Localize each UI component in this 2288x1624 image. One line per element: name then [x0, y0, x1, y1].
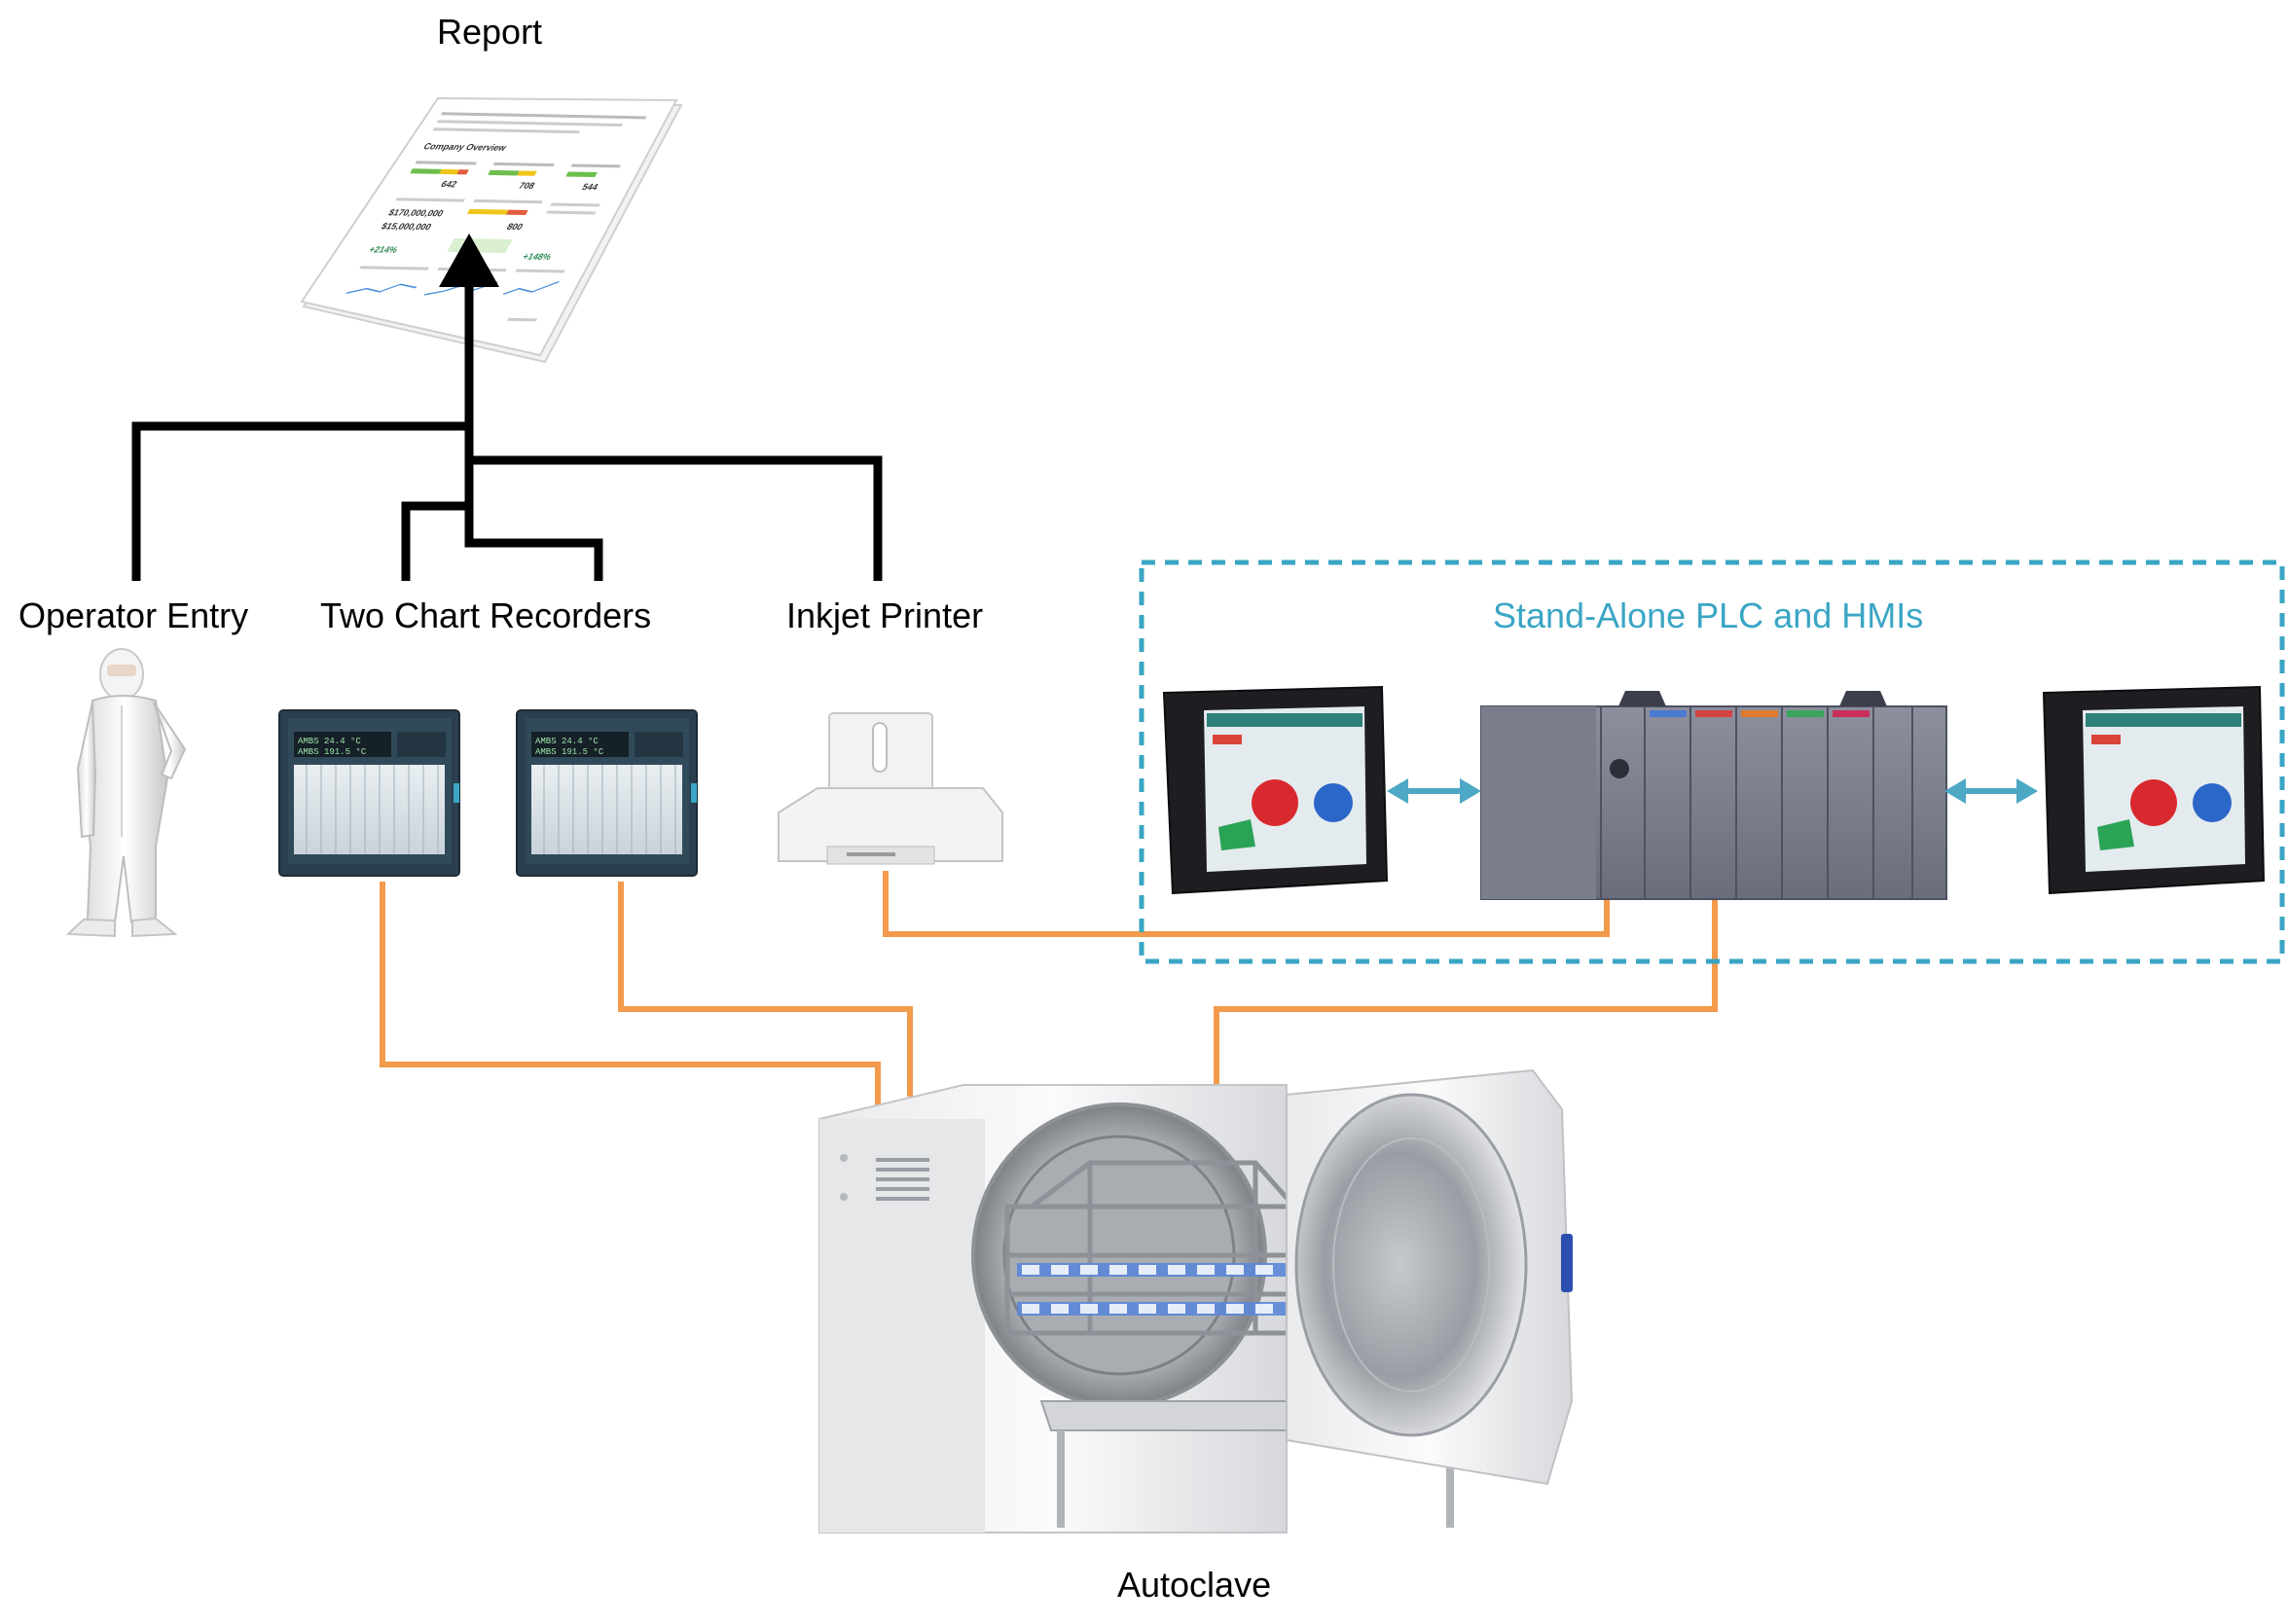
report-heading: Company Overview [421, 142, 508, 154]
report-value: 800 [505, 222, 525, 233]
hmi-panel-icon [1162, 685, 1389, 895]
hmi-plc-link-right [1944, 778, 2038, 804]
operator-flow-line [131, 421, 469, 581]
recorder-a-to-autoclave-line [380, 882, 881, 1107]
recorder-b-flow-line [464, 506, 603, 581]
recorder-display-line: AMBS 191.5 °C [535, 747, 604, 757]
report-value: +214% [367, 245, 400, 256]
recorder-a-flow-line [401, 501, 469, 581]
report-value: $15,000,000 [379, 222, 433, 233]
autoclave-label: Autoclave [1117, 1565, 1272, 1605]
recorder-b-to-autoclave-line [618, 882, 913, 1097]
report-value: 544 [580, 182, 600, 193]
plc-group-label: Stand-Alone PLC and HMIs [1493, 595, 1924, 635]
report-document-icon: Company Overview 642 708 544 $170,000,00… [300, 96, 683, 364]
report-label: Report [437, 12, 543, 52]
plc-to-autoclave-line [1214, 897, 1718, 1095]
report-flow-lines [131, 282, 883, 581]
report-value: 642 [439, 180, 458, 191]
autoclave-icon [818, 1068, 1574, 1534]
report-value: +148% [521, 252, 554, 263]
chart-recorder-icon: AMBS 24.4 °C AMBS 191.5 °C [516, 709, 698, 877]
instrument-connections [380, 871, 1718, 1107]
operator-entry-label: Operator Entry [18, 595, 249, 635]
plc-group-boundary [1139, 559, 2285, 964]
report-value: 708 [517, 181, 537, 192]
plc-rack-icon [1480, 691, 1947, 900]
chart-recorders-label: Two Chart Recorders [320, 595, 652, 635]
hmi-plc-link-left [1387, 778, 1481, 804]
printer-to-plc-line [883, 871, 1610, 937]
recorder-display-line: AMBS 24.4 °C [535, 737, 599, 746]
hmi-panel-icon [2042, 685, 2266, 895]
chart-recorder-icon: AMBS 24.4 °C AMBS 191.5 °C [278, 709, 460, 877]
report-arrow-head [439, 234, 499, 287]
inkjet-printer-icon [778, 712, 1003, 865]
printer-flow-line [469, 455, 883, 581]
operator-cleanroom-icon [65, 648, 187, 938]
recorder-display-line: AMBS 191.5 °C [298, 747, 367, 757]
report-value: $170,000,000 [386, 208, 446, 219]
inkjet-printer-label: Inkjet Printer [786, 595, 984, 635]
recorder-display-line: AMBS 24.4 °C [298, 737, 361, 746]
